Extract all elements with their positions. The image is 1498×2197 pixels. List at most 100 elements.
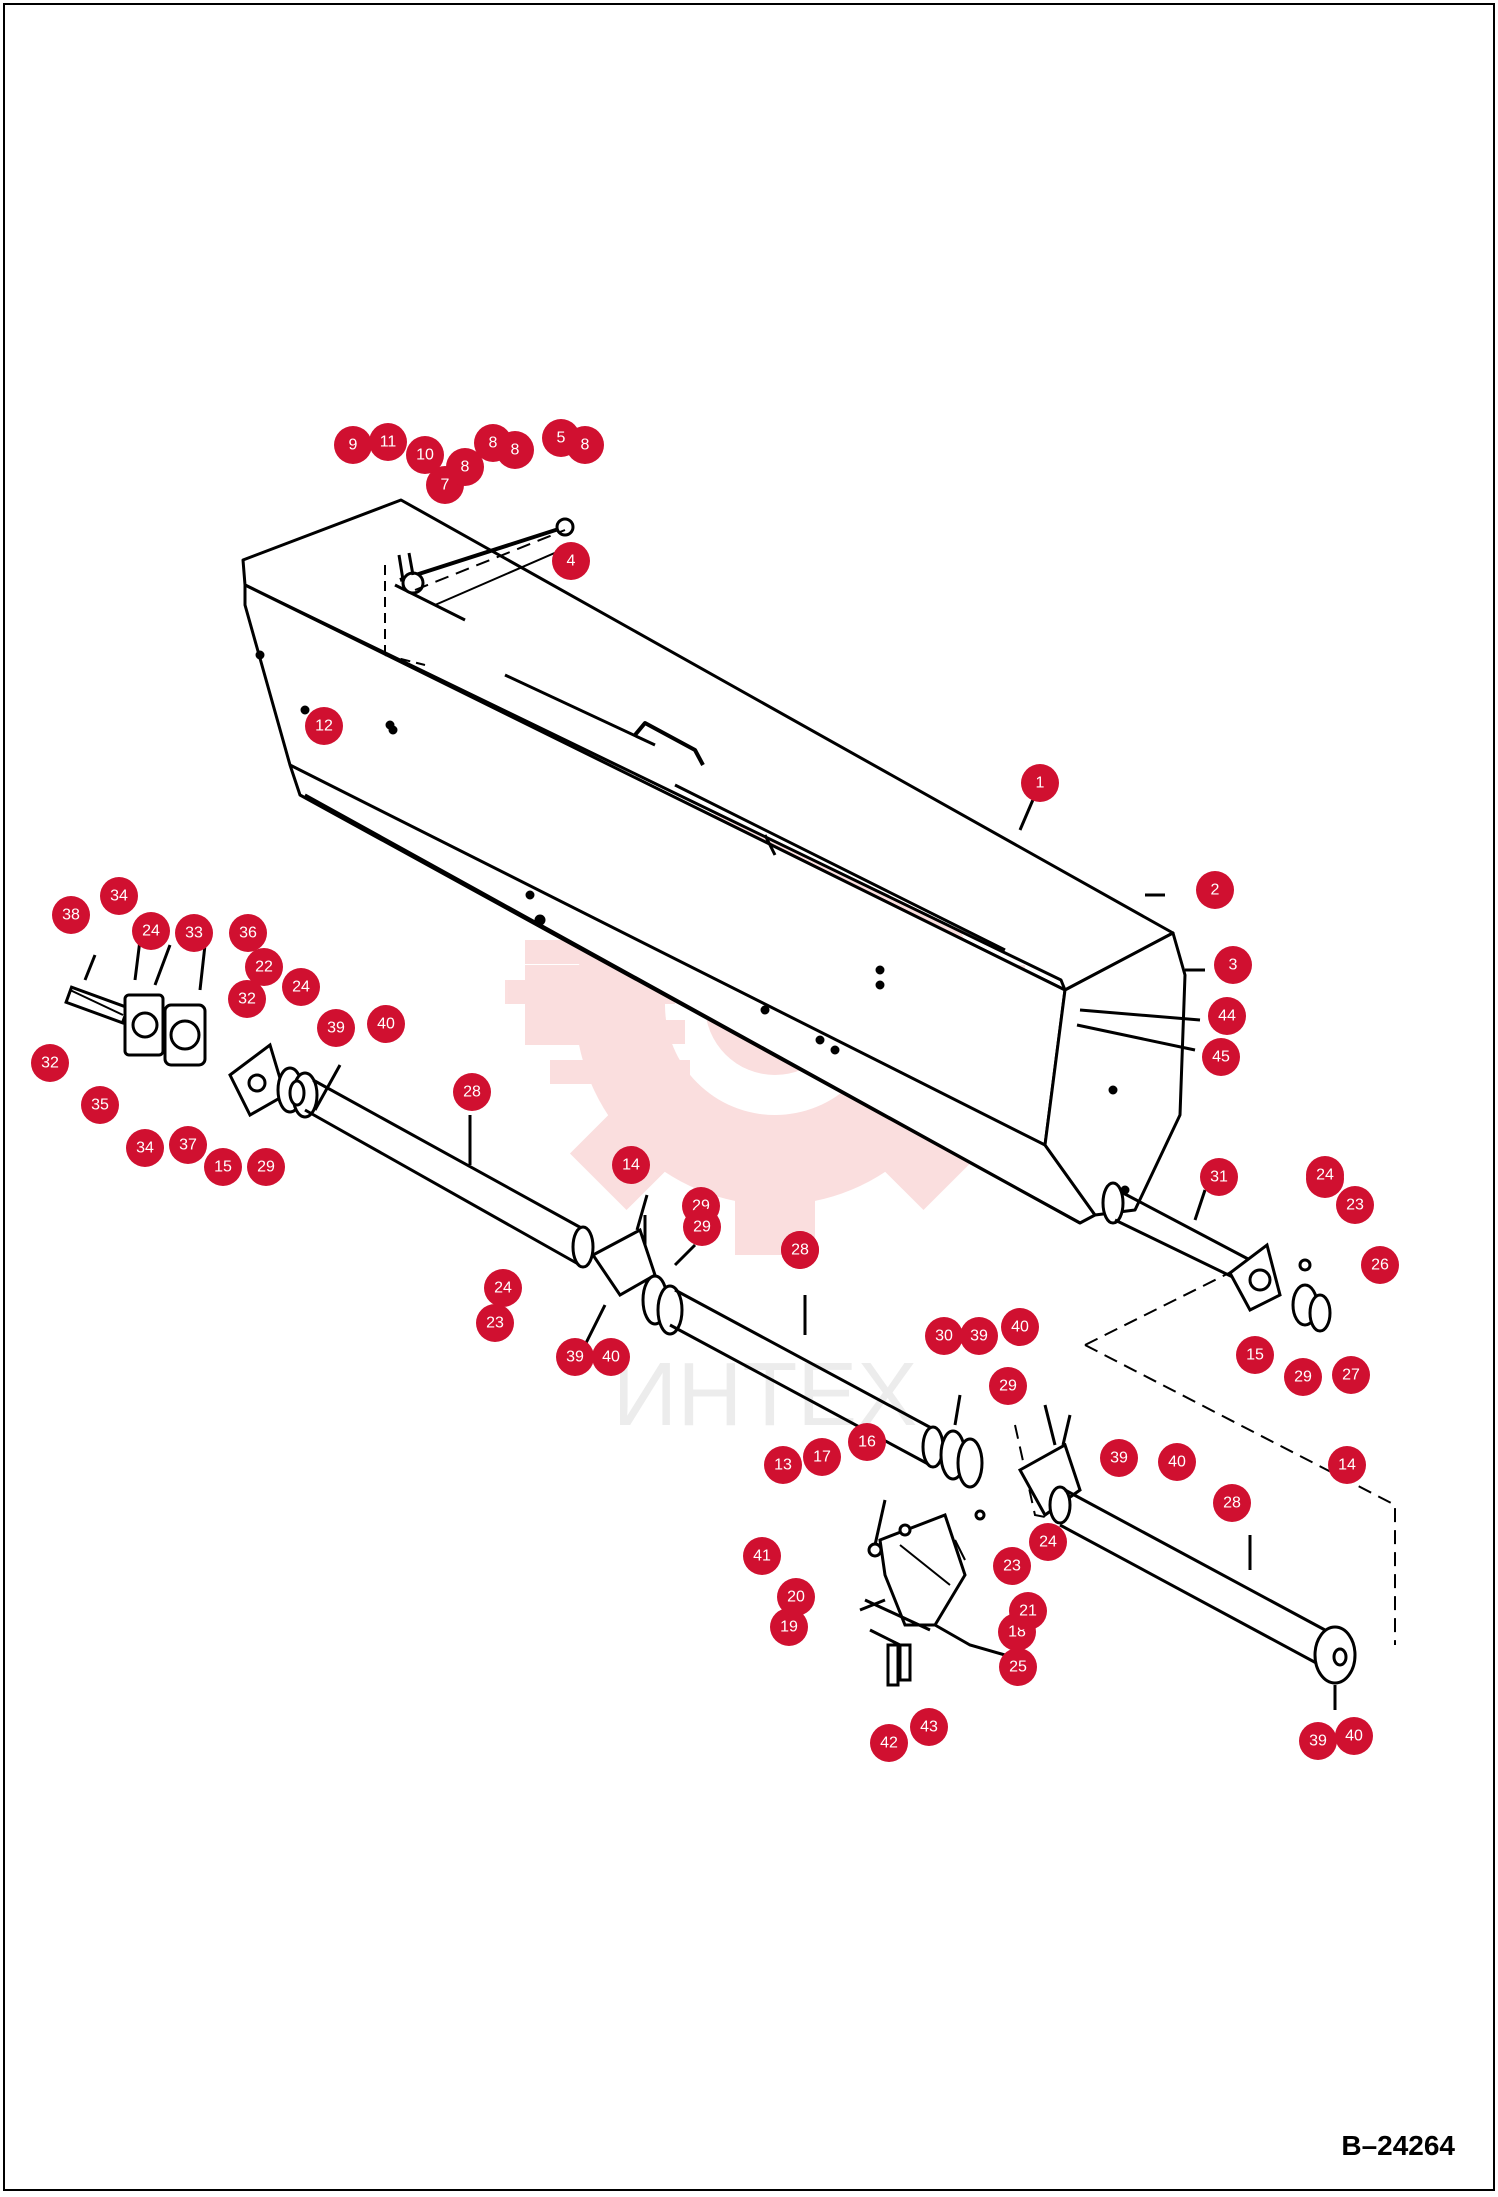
callout-label: 14 bbox=[1338, 1457, 1356, 1474]
callout-marker bbox=[228, 980, 266, 1018]
callout-label: 21 bbox=[1019, 1603, 1037, 1620]
lower-bracket-assembly bbox=[859, 1509, 1006, 1687]
callout-label: 10 bbox=[416, 447, 434, 464]
callout-label: 16 bbox=[858, 1434, 876, 1451]
callout-8: 8 bbox=[496, 431, 534, 469]
callout-label: 38 bbox=[62, 907, 80, 924]
callout-marker bbox=[556, 1338, 594, 1376]
callout-label: 29 bbox=[693, 1219, 711, 1236]
callout-marker bbox=[317, 1009, 355, 1047]
callout-38: 38 bbox=[52, 896, 90, 934]
callout-marker bbox=[334, 426, 372, 464]
callout-marker bbox=[476, 1304, 514, 1342]
callout-32: 32 bbox=[228, 980, 266, 1018]
callout-39: 39 bbox=[317, 1009, 355, 1047]
callout-marker bbox=[925, 1317, 963, 1355]
callout-label: 40 bbox=[1011, 1319, 1029, 1336]
callout-39: 39 bbox=[556, 1338, 594, 1376]
callout-label: 40 bbox=[602, 1349, 620, 1366]
callout-label: 24 bbox=[1039, 1534, 1057, 1551]
callout-9: 9 bbox=[334, 426, 372, 464]
callout-label: 4 bbox=[567, 553, 576, 570]
callout-marker bbox=[169, 1126, 207, 1164]
callout-marker bbox=[247, 1148, 285, 1186]
hopper-body bbox=[241, 498, 1251, 1285]
callout-marker bbox=[1021, 764, 1059, 802]
callout-marker bbox=[52, 896, 90, 934]
callout-label: 11 bbox=[380, 434, 397, 451]
callout-label: 39 bbox=[327, 1020, 345, 1037]
callout-label: 31 bbox=[1210, 1169, 1228, 1186]
callout-39: 39 bbox=[1100, 1439, 1138, 1477]
callout-label: 35 bbox=[91, 1097, 109, 1114]
callout-label: 37 bbox=[179, 1137, 197, 1154]
callout-label: 12 bbox=[315, 718, 333, 735]
callout-label: 29 bbox=[1294, 1369, 1312, 1386]
callout-14: 14 bbox=[612, 1146, 650, 1184]
callout-marker bbox=[1202, 1038, 1240, 1076]
callout-label: 7 bbox=[441, 477, 450, 494]
leader-lines bbox=[83, 794, 1337, 1710]
callout-marker bbox=[1196, 871, 1234, 909]
callout-label: 26 bbox=[1371, 1257, 1389, 1274]
callout-label: 40 bbox=[377, 1016, 395, 1033]
callout-37: 37 bbox=[169, 1126, 207, 1164]
callout-marker bbox=[1284, 1358, 1322, 1396]
callout-24: 24 bbox=[132, 912, 170, 950]
callout-marker bbox=[1208, 997, 1246, 1035]
callout-29: 29 bbox=[1284, 1358, 1322, 1396]
callout-26: 26 bbox=[1361, 1246, 1399, 1284]
callout-24: 24 bbox=[1306, 1156, 1344, 1194]
left-drive-assembly bbox=[64, 985, 595, 1269]
callout-label: 39 bbox=[566, 1349, 584, 1366]
callout-label: 20 bbox=[787, 1589, 805, 1606]
callout-44: 44 bbox=[1208, 997, 1246, 1035]
callout-4: 4 bbox=[552, 542, 590, 580]
callout-35: 35 bbox=[81, 1086, 119, 1124]
callout-8: 8 bbox=[446, 448, 484, 486]
callout-label: 24 bbox=[142, 923, 160, 940]
parts-diagram: ИНТЕХ bbox=[31, 419, 1455, 2161]
callout-8: 8 bbox=[566, 426, 604, 464]
callout-marker bbox=[229, 914, 267, 952]
callout-23: 23 bbox=[476, 1304, 514, 1342]
callout-marker bbox=[743, 1537, 781, 1575]
callout-label: 24 bbox=[292, 979, 310, 996]
callout-marker bbox=[1335, 1717, 1373, 1755]
callout-43: 43 bbox=[910, 1708, 948, 1746]
callout-25: 25 bbox=[999, 1648, 1037, 1686]
callout-marker bbox=[1100, 1439, 1138, 1477]
callout-marker bbox=[484, 1269, 522, 1307]
callout-marker bbox=[612, 1146, 650, 1184]
callout-marker bbox=[566, 426, 604, 464]
callout-13: 13 bbox=[764, 1446, 802, 1484]
callout-marker bbox=[496, 431, 534, 469]
callout-30: 30 bbox=[925, 1317, 963, 1355]
callout-marker bbox=[204, 1148, 242, 1186]
callout-label: 23 bbox=[1346, 1197, 1364, 1214]
callout-10: 10 bbox=[406, 436, 444, 474]
callout-15: 15 bbox=[1236, 1336, 1274, 1374]
callout-label: 15 bbox=[214, 1159, 232, 1176]
callout-label: 9 bbox=[349, 437, 358, 454]
callout-label: 28 bbox=[791, 1242, 809, 1259]
callout-marker bbox=[175, 914, 213, 952]
callout-label: 42 bbox=[880, 1735, 898, 1752]
callout-33: 33 bbox=[175, 914, 213, 952]
callout-label: 33 bbox=[185, 925, 203, 942]
callout-marker bbox=[1009, 1592, 1047, 1630]
callout-40: 40 bbox=[592, 1338, 630, 1376]
callout-45: 45 bbox=[1202, 1038, 1240, 1076]
callout-marker bbox=[305, 707, 343, 745]
callout-marker bbox=[1361, 1246, 1399, 1284]
callout-31: 31 bbox=[1200, 1158, 1238, 1196]
callout-marker bbox=[132, 912, 170, 950]
callout-40: 40 bbox=[367, 1005, 405, 1043]
callout-marker bbox=[1158, 1443, 1196, 1481]
callout-marker bbox=[282, 968, 320, 1006]
callout-label: 30 bbox=[935, 1328, 953, 1345]
callout-marker bbox=[781, 1231, 819, 1269]
callout-marker bbox=[31, 1044, 69, 1082]
callout-marker bbox=[993, 1547, 1031, 1585]
